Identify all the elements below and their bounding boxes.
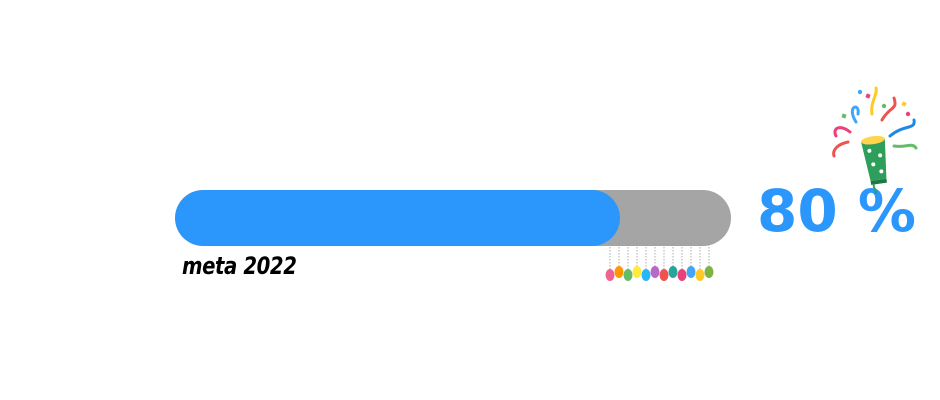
progress-caption: meta 2022 [182,252,297,280]
progress-fill [175,190,620,246]
egg-garland-icon [605,244,714,281]
progress-track [175,190,731,246]
party-popper-icon [832,86,918,194]
progress-percent-label: 80 % [757,177,917,245]
